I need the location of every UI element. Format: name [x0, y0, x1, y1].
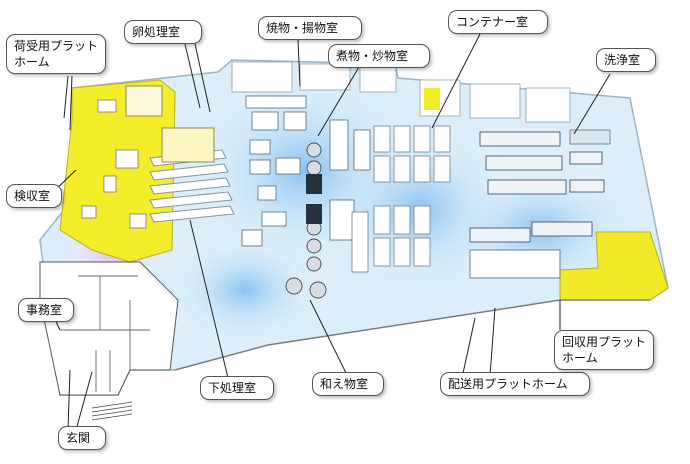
container-shelves	[351, 125, 451, 273]
label-office: 事務室	[18, 298, 74, 322]
entrance-steps	[91, 401, 133, 421]
fryer	[306, 204, 322, 224]
fryer	[306, 174, 322, 194]
label-simmer-stirfry-room: 煮物・炒物室	[328, 44, 430, 68]
label-egg-room: 卵処理室	[124, 20, 202, 44]
label-entrance: 玄関	[58, 426, 106, 450]
label-receiving-platform: 荷受用プラット ホーム	[6, 34, 106, 74]
label-return-platform: 回収用プラット ホーム	[554, 330, 654, 370]
top-yellow-strip	[424, 88, 440, 110]
office-area	[39, 261, 179, 396]
label-washing-room: 洗浄室	[596, 48, 656, 72]
floor-glow	[175, 240, 315, 340]
kitchen-equipment	[241, 95, 371, 247]
washing-machines	[469, 131, 605, 243]
callout-leaders	[47, 33, 611, 431]
label-delivery-platform: 配送用プラットホーム	[440, 372, 590, 396]
label-mixing-room: 和え物室	[312, 372, 384, 396]
label-grill-fry-room: 焼物・揚物室	[258, 16, 362, 40]
label-inspection-room: 検収室	[6, 184, 62, 208]
egg-room-block	[161, 127, 215, 163]
delivery-platform-edge	[174, 299, 650, 371]
office-partitions	[60, 275, 150, 392]
label-prep-room: 下処理室	[200, 376, 274, 400]
label-container-room: コンテナー室	[448, 10, 548, 34]
storage-box	[125, 85, 163, 117]
washing-grates	[569, 129, 611, 145]
return-room-block	[469, 249, 561, 279]
receiving-equipment	[81, 99, 147, 229]
